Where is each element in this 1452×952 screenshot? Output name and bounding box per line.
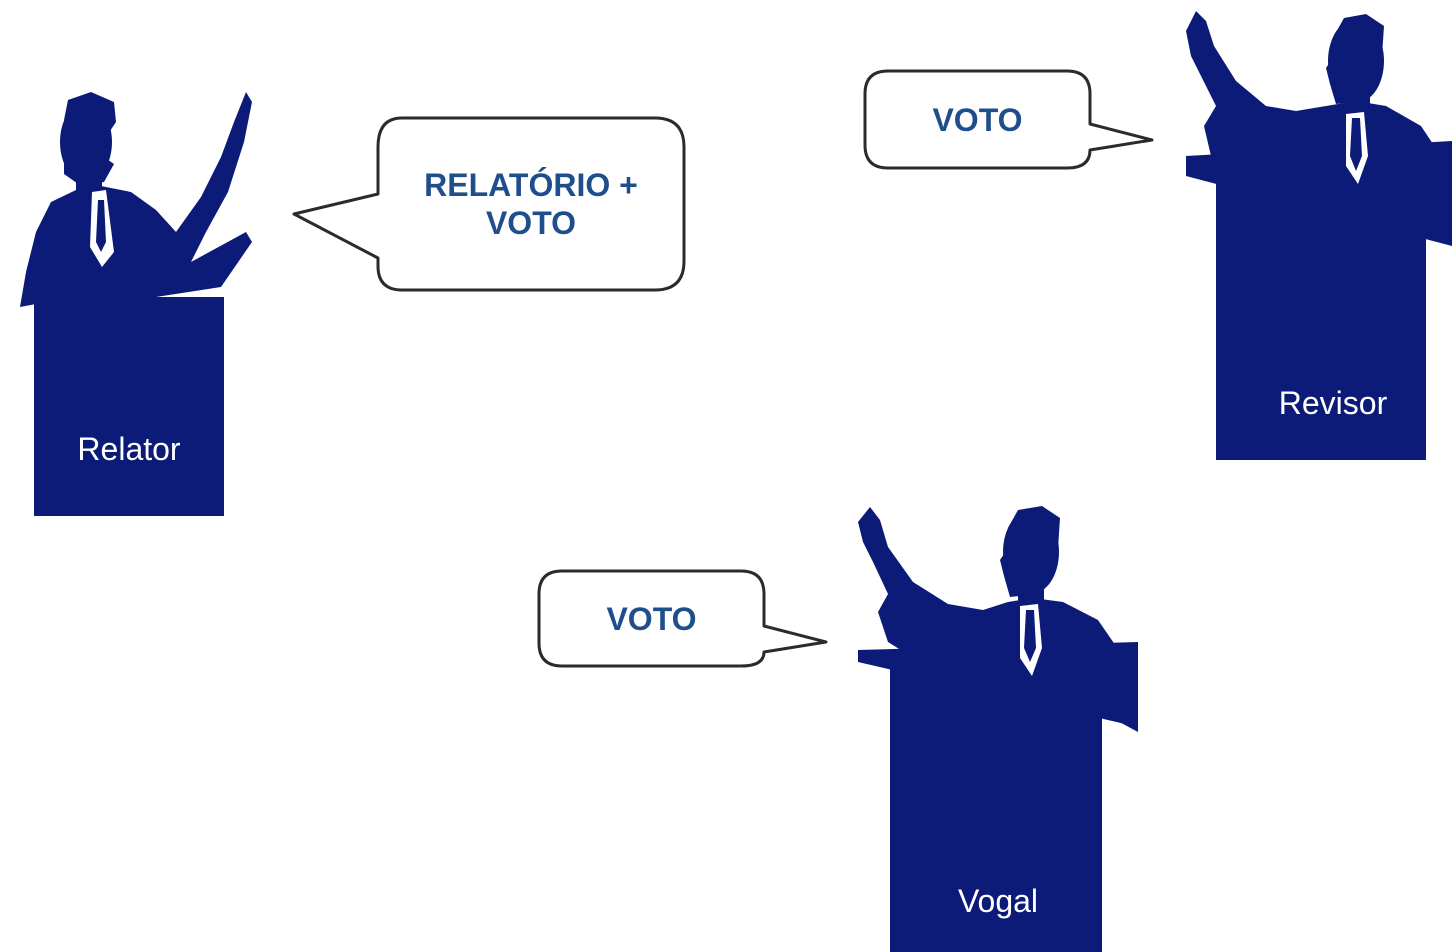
vogal-figure: Vogal bbox=[858, 502, 1138, 952]
speaker-at-podium-icon bbox=[20, 92, 252, 516]
speech-bubble-icon bbox=[537, 569, 828, 668]
revisor-bubble-line-1: VOTO bbox=[932, 101, 1023, 138]
revisor-label: Revisor bbox=[1278, 385, 1388, 421]
speaker-at-podium-icon bbox=[858, 506, 1138, 952]
relator-label: Relator bbox=[77, 431, 181, 467]
vogal-bubble-text: VOTO bbox=[539, 571, 764, 666]
revisor-speech-bubble: VOTO bbox=[862, 68, 1158, 172]
revisor-figure: Revisor bbox=[1186, 6, 1452, 460]
speaker-at-podium-icon bbox=[1186, 11, 1452, 460]
vogal-speech-bubble: VOTO bbox=[536, 568, 832, 672]
relator-bubble-line-1: RELATÓRIO + bbox=[424, 167, 638, 203]
relator-speech-bubble: RELATÓRIO + VOTO bbox=[290, 116, 690, 296]
speech-bubble-icon bbox=[292, 116, 686, 292]
relator-bubble-line-2: VOTO bbox=[485, 205, 577, 241]
relator-bubble-text: RELATÓRIO + VOTO bbox=[378, 118, 684, 290]
speech-bubble-icon bbox=[863, 69, 1154, 170]
revisor-bubble-text: VOTO bbox=[865, 71, 1090, 168]
relator-figure: Relator bbox=[6, 82, 252, 516]
vogal-label: Vogal bbox=[957, 883, 1039, 919]
vogal-bubble-line-1: VOTO bbox=[606, 600, 697, 637]
